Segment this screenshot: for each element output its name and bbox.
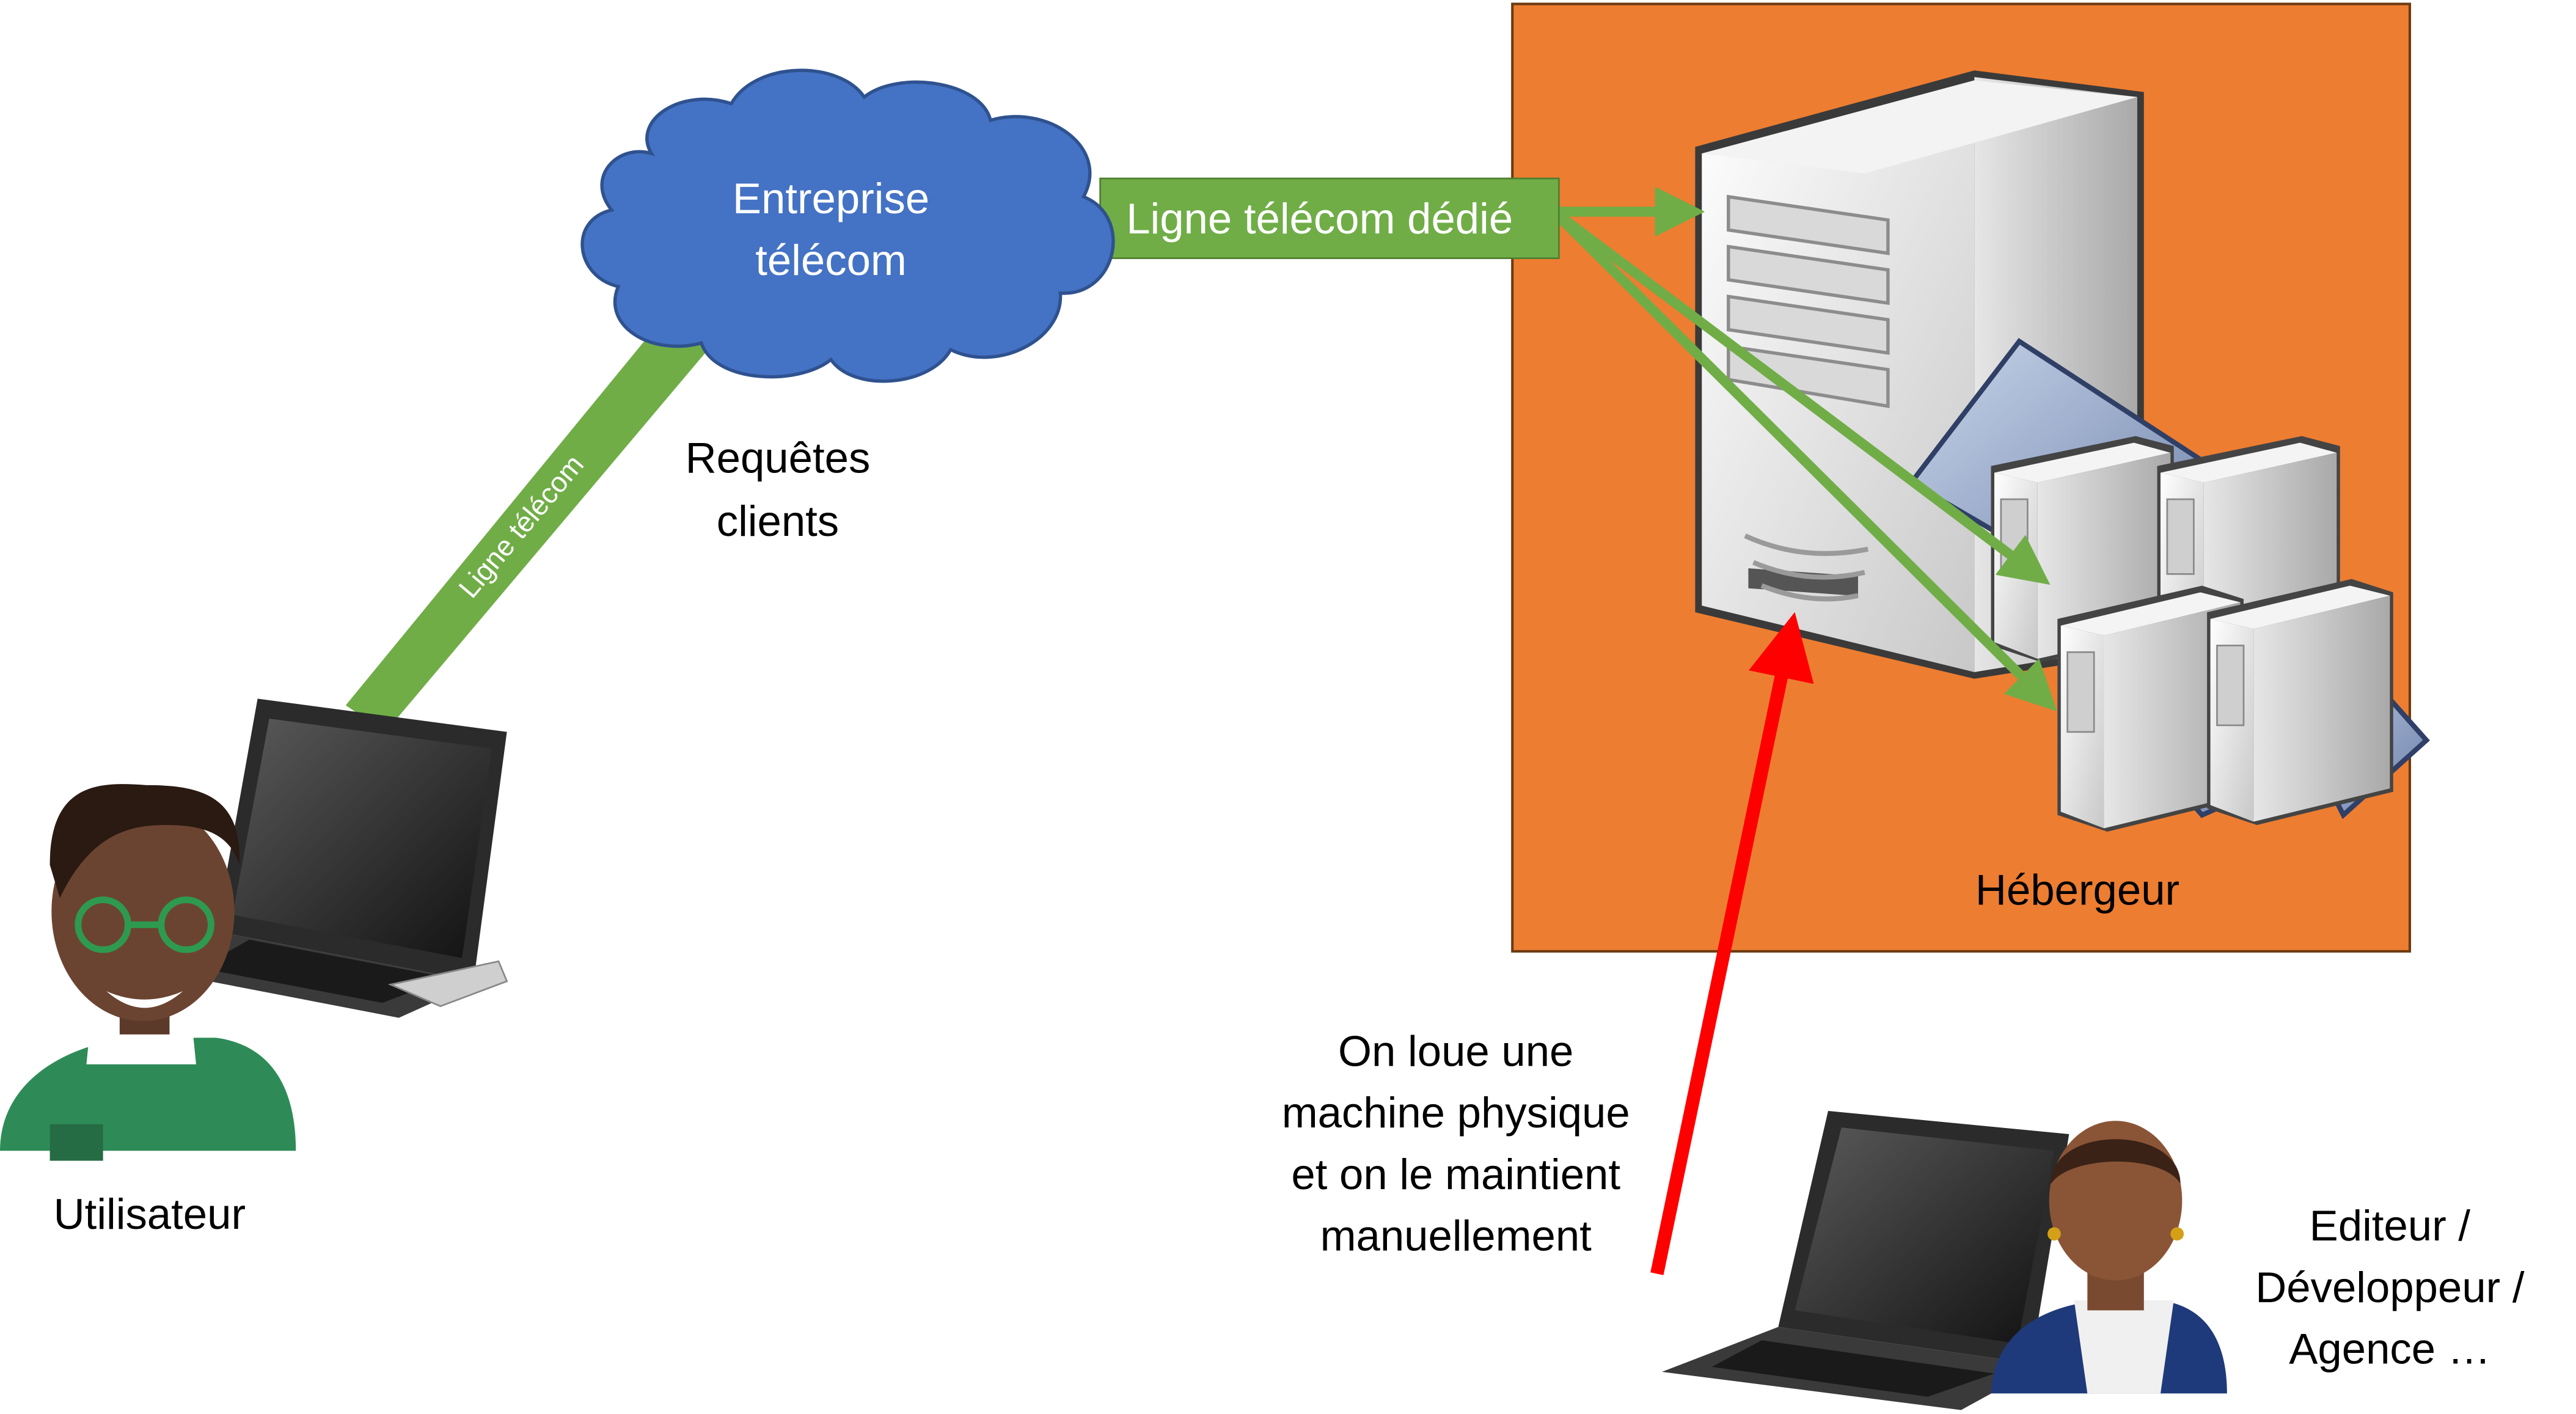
user-telecom-line: Ligne télécom [345,308,708,732]
requests-label-line1: Requêtes [686,433,871,482]
editor-line3: Agence … [2289,1324,2490,1372]
server-cluster-icon [1907,338,2430,832]
user-avatar-icon [0,784,296,1161]
note-line3: et on le maintient [1291,1150,1620,1198]
note-line1: On loue une [1338,1027,1573,1075]
cloud-label-line2: télécom [755,236,907,284]
user-label: Utilisateur [54,1190,246,1238]
editor-line1: Editeur / [2310,1201,2471,1250]
laptop-icon [166,698,508,1018]
host-label: Hébergeur [1975,866,2179,914]
note-line2: machine physique [1282,1088,1630,1137]
editor-line2: Développeur / [2255,1263,2525,1311]
developer-avatar-icon [1991,1121,2227,1394]
cloud-icon: Entreprise télécom [580,68,1115,383]
maintenance-arrow [1650,612,1814,1275]
dedicated-line-banner: Ligne télécom dédié [1099,177,1560,259]
requests-label-line2: clients [717,497,839,545]
user-line-label: Ligne télécom [452,449,590,604]
cloud-label-line1: Entreprise [733,174,929,222]
dedicated-line-label: Ligne télécom dédié [1126,194,1513,243]
note-line4: manuellement [1320,1211,1592,1259]
developer-laptop-icon [1662,1110,2069,1410]
dedicated-line-arrows [1550,186,2057,712]
server-tower-icon [1695,70,2144,679]
